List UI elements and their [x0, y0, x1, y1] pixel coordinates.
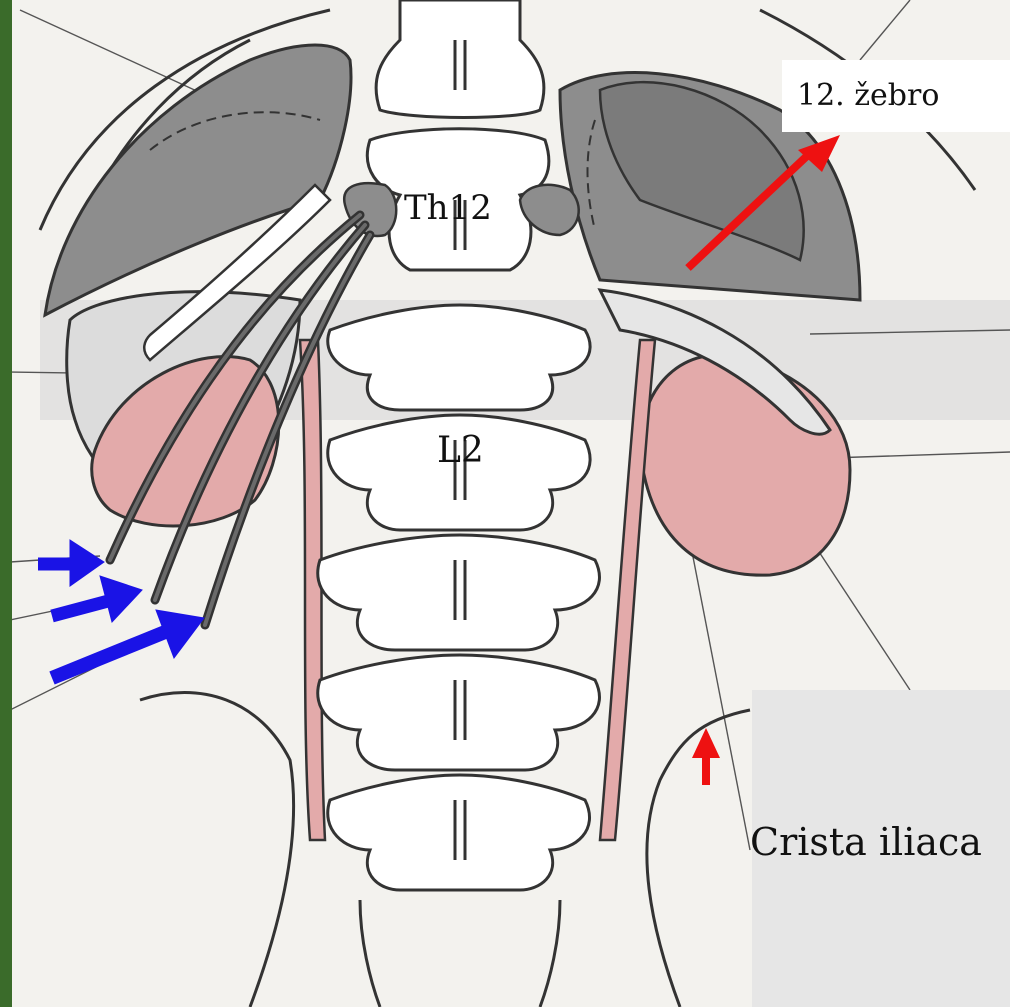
l2-label: L2 [437, 430, 484, 471]
rib-label: 12. žebro [797, 78, 939, 113]
th12-label: Th12 [404, 188, 492, 228]
crista-label: Crista iliaca [750, 820, 982, 864]
